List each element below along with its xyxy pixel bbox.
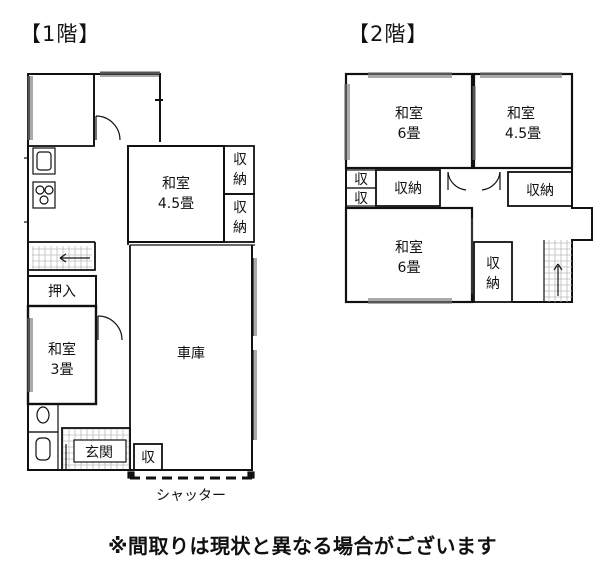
label-washitsu6b-1: 和室 — [395, 239, 423, 256]
closet-shuno-c — [375, 169, 441, 207]
label-shuno-b2: 納 — [233, 220, 247, 236]
label-shuno-e2: 納 — [486, 276, 500, 292]
label-washitsu3-2: 3畳 — [51, 362, 74, 378]
label-shuno-a2: 納 — [233, 172, 247, 188]
room-washitsu-45 — [127, 145, 225, 243]
closet-shu — [133, 443, 163, 471]
floor2-plan — [344, 72, 593, 304]
label-garage: 車庫 — [177, 345, 205, 362]
label-washitsu45b-2: 4.5畳 — [505, 126, 541, 142]
closet-shuno-d — [507, 171, 573, 207]
label-washitsu45b-1: 和室 — [507, 105, 535, 122]
toilet — [27, 403, 59, 433]
label-shu: 収 — [141, 450, 155, 466]
label-washitsu45-1: 和室 — [162, 175, 190, 192]
sink — [32, 147, 56, 175]
stove — [32, 181, 56, 209]
label-shuno-d: 収納 — [526, 183, 554, 199]
label-oshiire: 押入 — [48, 284, 76, 300]
floor2-title: 【2階】 — [348, 22, 429, 46]
label-washitsu6a-1: 和室 — [395, 105, 423, 122]
label-washitsu3-1: 和室 — [48, 341, 76, 358]
label-washitsu6a-2: 6畳 — [398, 126, 421, 142]
label-washitsu6b-2: 6畳 — [398, 260, 421, 276]
floor1-plan — [24, 71, 257, 480]
label-washitsu45-2: 4.5畳 — [158, 196, 194, 212]
disclaimer-note: ※間取りは現状と異なる場合がございます — [108, 534, 497, 558]
label-genkan: 玄関 — [85, 444, 113, 461]
label-shuno-e1: 収 — [486, 256, 500, 272]
closet-b — [223, 193, 255, 243]
label-shu-2: 収 — [354, 191, 368, 207]
label-shuno-b1: 収 — [233, 200, 247, 216]
label-shu-1: 収 — [354, 172, 368, 188]
label-shutter: シャッター — [156, 488, 226, 504]
floor1-outer-wall — [27, 73, 253, 471]
label-shuno-c: 収納 — [394, 181, 422, 197]
bath-room — [27, 73, 95, 147]
closet-shuno-e — [473, 241, 513, 303]
floor1-title: 【1階】 — [20, 22, 101, 46]
label-shuno-a1: 収 — [233, 152, 247, 168]
